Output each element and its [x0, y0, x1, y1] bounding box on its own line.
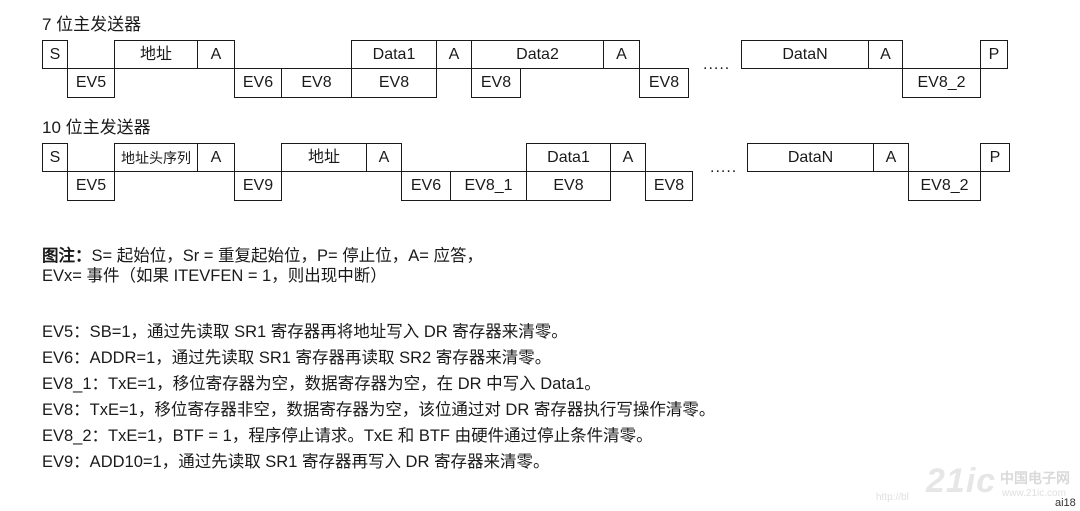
frame-label: 地址头序列 — [121, 149, 191, 166]
event-label: EV8 — [480, 74, 512, 91]
event-ev8: EV8 — [471, 68, 521, 98]
event-desc-ev8-2: EV8_2：TxE=1，BTF = 1，程序停止请求。TxE 和 BTF 由硬件… — [42, 427, 653, 445]
event-label: EV6 — [410, 177, 442, 194]
legend-line-2: EVx= 事件（如果 ITEVFEN = 1，则出现中断） — [42, 267, 387, 285]
event-ev5: EV5 — [67, 171, 115, 201]
event-ev9: EV9 — [234, 171, 282, 201]
event-ev8-1: EV8_1 — [450, 171, 527, 201]
ellipsis: ..... — [703, 56, 731, 73]
frame-label: A — [885, 148, 897, 166]
event-label: EV8_1 — [464, 177, 513, 194]
frame-label: 地址 — [139, 45, 172, 63]
frame-address-header: 地址头序列 — [114, 143, 198, 172]
frame-label: 地址 — [307, 148, 340, 166]
frame-label: DataN — [787, 148, 834, 166]
title-7bit: 7 位主发送器 — [42, 15, 142, 34]
frame-datan: DataN — [747, 143, 874, 172]
event-ev8-2: EV8_2 — [908, 171, 981, 201]
frame-ack: A — [197, 40, 235, 69]
event-ev5: EV5 — [67, 68, 115, 98]
frame-label: Data2 — [516, 45, 559, 63]
event-label: EV9 — [242, 177, 274, 194]
title-10bit: 10 位主发送器 — [42, 118, 151, 137]
event-label: EV6 — [242, 74, 274, 91]
event-desc-ev6: EV6：ADDR=1，通过先读取 SR1 寄存器再读取 SR2 寄存器来清零。 — [42, 349, 552, 367]
frame-ack: A — [436, 40, 472, 69]
frame-label: S — [49, 148, 61, 166]
frame-address: 地址 — [281, 143, 367, 172]
event-ev6: EV6 — [234, 68, 282, 98]
frame-label: A — [378, 148, 390, 166]
frame-ack: A — [873, 143, 909, 172]
event-label: EV5 — [75, 177, 107, 194]
event-ev8: EV8 — [281, 68, 352, 98]
frame-label: A — [210, 45, 222, 63]
watermark-url: http://bl — [876, 492, 909, 503]
legend-text: S= 起始位，Sr = 重复起始位，P= 停止位，A= 应答， — [91, 247, 483, 265]
frame-address: 地址 — [114, 40, 198, 69]
frame-label: S — [49, 45, 61, 63]
frame-ack: A — [610, 143, 646, 172]
event-ev8: EV8 — [526, 171, 611, 201]
event-label: EV8 — [648, 74, 680, 91]
frame-data2: Data2 — [471, 40, 604, 69]
event-ev8-2: EV8_2 — [902, 68, 981, 98]
frame-label: P — [988, 45, 1000, 63]
frame-datan: DataN — [741, 40, 869, 69]
frame-stop-bit: P — [980, 143, 1010, 172]
frame-start-bit: S — [42, 143, 68, 172]
frame-label: Data1 — [547, 148, 590, 166]
watermark-cn: 中国电子网 — [1000, 470, 1070, 486]
event-desc-ev8: EV8：TxE=1，移位寄存器非空，数据寄存器为空，该位通过对 DR 寄存器执行… — [42, 401, 716, 419]
frame-ack: A — [366, 143, 402, 172]
frame-label: P — [989, 148, 1001, 166]
event-desc-ev8-1: EV8_1：TxE=1，移位寄存器为空，数据寄存器为空，在 DR 中写入 Dat… — [42, 375, 601, 393]
event-label: EV8 — [378, 74, 410, 91]
event-ev8: EV8 — [639, 68, 689, 98]
event-ev8: EV8 — [351, 68, 437, 98]
frame-data1: Data1 — [351, 40, 437, 69]
frame-ack: A — [603, 40, 640, 69]
frame-data1: Data1 — [526, 143, 611, 172]
frame-label: A — [210, 148, 222, 166]
frame-label: A — [448, 45, 460, 63]
frame-label: A — [880, 45, 891, 63]
frame-ack: A — [197, 143, 235, 172]
event-label: EV8_2 — [917, 74, 966, 91]
frame-start-bit: S — [42, 40, 68, 69]
legend-label: 图注： — [42, 247, 92, 265]
event-label: EV8_2 — [920, 177, 969, 194]
watermark-domain: www.21ic.com — [1002, 488, 1066, 499]
event-label: EV8 — [553, 177, 584, 194]
frame-label: DataN — [782, 45, 828, 63]
frame-ack: A — [868, 40, 903, 69]
watermark-logo: 21ic — [926, 462, 997, 500]
event-label: EV8 — [653, 177, 685, 194]
event-desc-ev9: EV9：ADD10=1，通过先读取 SR1 寄存器再写入 DR 寄存器来清零。 — [42, 453, 550, 471]
frame-label: A — [622, 148, 634, 166]
ellipsis: ..... — [710, 159, 738, 176]
event-desc-ev5: EV5：SB=1，通过先读取 SR1 寄存器再将地址写入 DR 寄存器来清零。 — [42, 323, 568, 341]
event-label: EV5 — [75, 74, 107, 91]
frame-label: A — [616, 45, 627, 63]
event-ev6: EV6 — [401, 171, 451, 201]
figure-id: ai18 — [1055, 497, 1076, 509]
frame-label: Data1 — [372, 45, 416, 63]
legend-line-1: 图注：S= 起始位，Sr = 重复起始位，P= 停止位，A= 应答， — [42, 242, 483, 266]
event-label: EV8 — [301, 74, 332, 91]
frame-stop-bit: P — [980, 40, 1008, 69]
event-ev8: EV8 — [645, 171, 693, 201]
